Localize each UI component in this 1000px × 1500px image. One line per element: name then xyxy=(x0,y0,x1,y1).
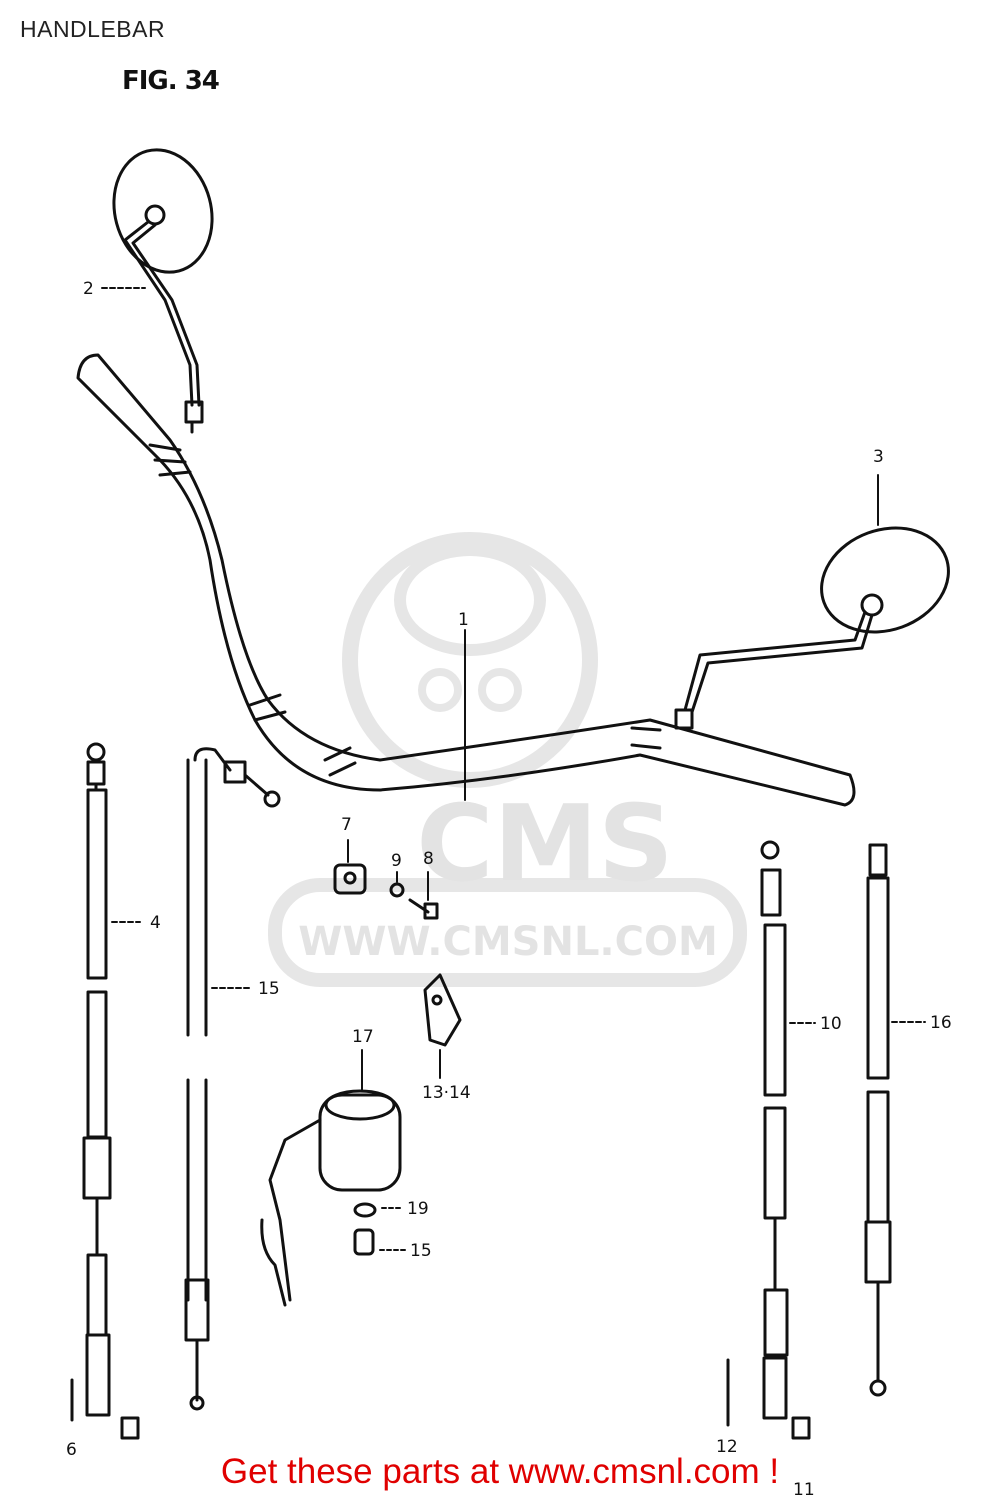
washer-19 xyxy=(353,1202,377,1218)
handlebar xyxy=(76,353,856,807)
right-mirror xyxy=(674,526,950,730)
cable-15 xyxy=(184,747,281,1411)
callout-10: 10 xyxy=(820,1014,842,1034)
cable-10 xyxy=(726,840,811,1440)
bolt-15 xyxy=(353,1228,375,1256)
callout-11: 11 xyxy=(793,1480,815,1500)
bracket-13-14 xyxy=(423,973,462,1047)
clamp-7 xyxy=(333,863,367,895)
leader-lines xyxy=(101,287,926,1251)
left-mirror xyxy=(112,148,214,434)
callout-17: 17 xyxy=(352,1027,374,1047)
callout-7: 7 xyxy=(341,815,352,835)
callout-9: 9 xyxy=(391,851,402,871)
callout-6: 6 xyxy=(66,1440,77,1460)
bolt-8 xyxy=(408,898,439,920)
callout-13-14: 13·14 xyxy=(422,1083,471,1103)
figure-label: FIG. 34 xyxy=(122,66,220,96)
callout-2: 2 xyxy=(83,279,94,299)
callout-16: 16 xyxy=(930,1013,952,1033)
cmsnl-link[interactable]: Get these parts at www.cmsnl.com ! xyxy=(220,1452,780,1491)
ignition-switch-17 xyxy=(260,1089,402,1307)
watermark-url: WWW.CMSNL.COM xyxy=(298,919,718,965)
watermark: CMS WWW.CMSNL.COM xyxy=(268,532,747,987)
watermark-brand: CMS xyxy=(416,783,673,905)
callout-8: 8 xyxy=(423,849,434,869)
callout-12: 12 xyxy=(716,1437,738,1457)
cable-4 xyxy=(70,742,140,1440)
page-title: HANDLEBAR xyxy=(20,16,166,42)
callout-3: 3 xyxy=(873,447,884,467)
callout-15-bolt: 15 xyxy=(410,1241,432,1261)
callout-15: 15 xyxy=(258,979,280,999)
callout-1: 1 xyxy=(458,610,469,630)
callout-19: 19 xyxy=(407,1199,429,1219)
footer-link[interactable]: Get these parts at www.cmsnl.com ! xyxy=(0,1452,1000,1492)
washer-9 xyxy=(389,882,405,898)
cable-16 xyxy=(864,843,892,1397)
callout-labels: 1 2 3 4 6 7 8 9 10 11 12 13·14 15 15 16 … xyxy=(66,279,952,1500)
callout-4: 4 xyxy=(150,913,161,933)
